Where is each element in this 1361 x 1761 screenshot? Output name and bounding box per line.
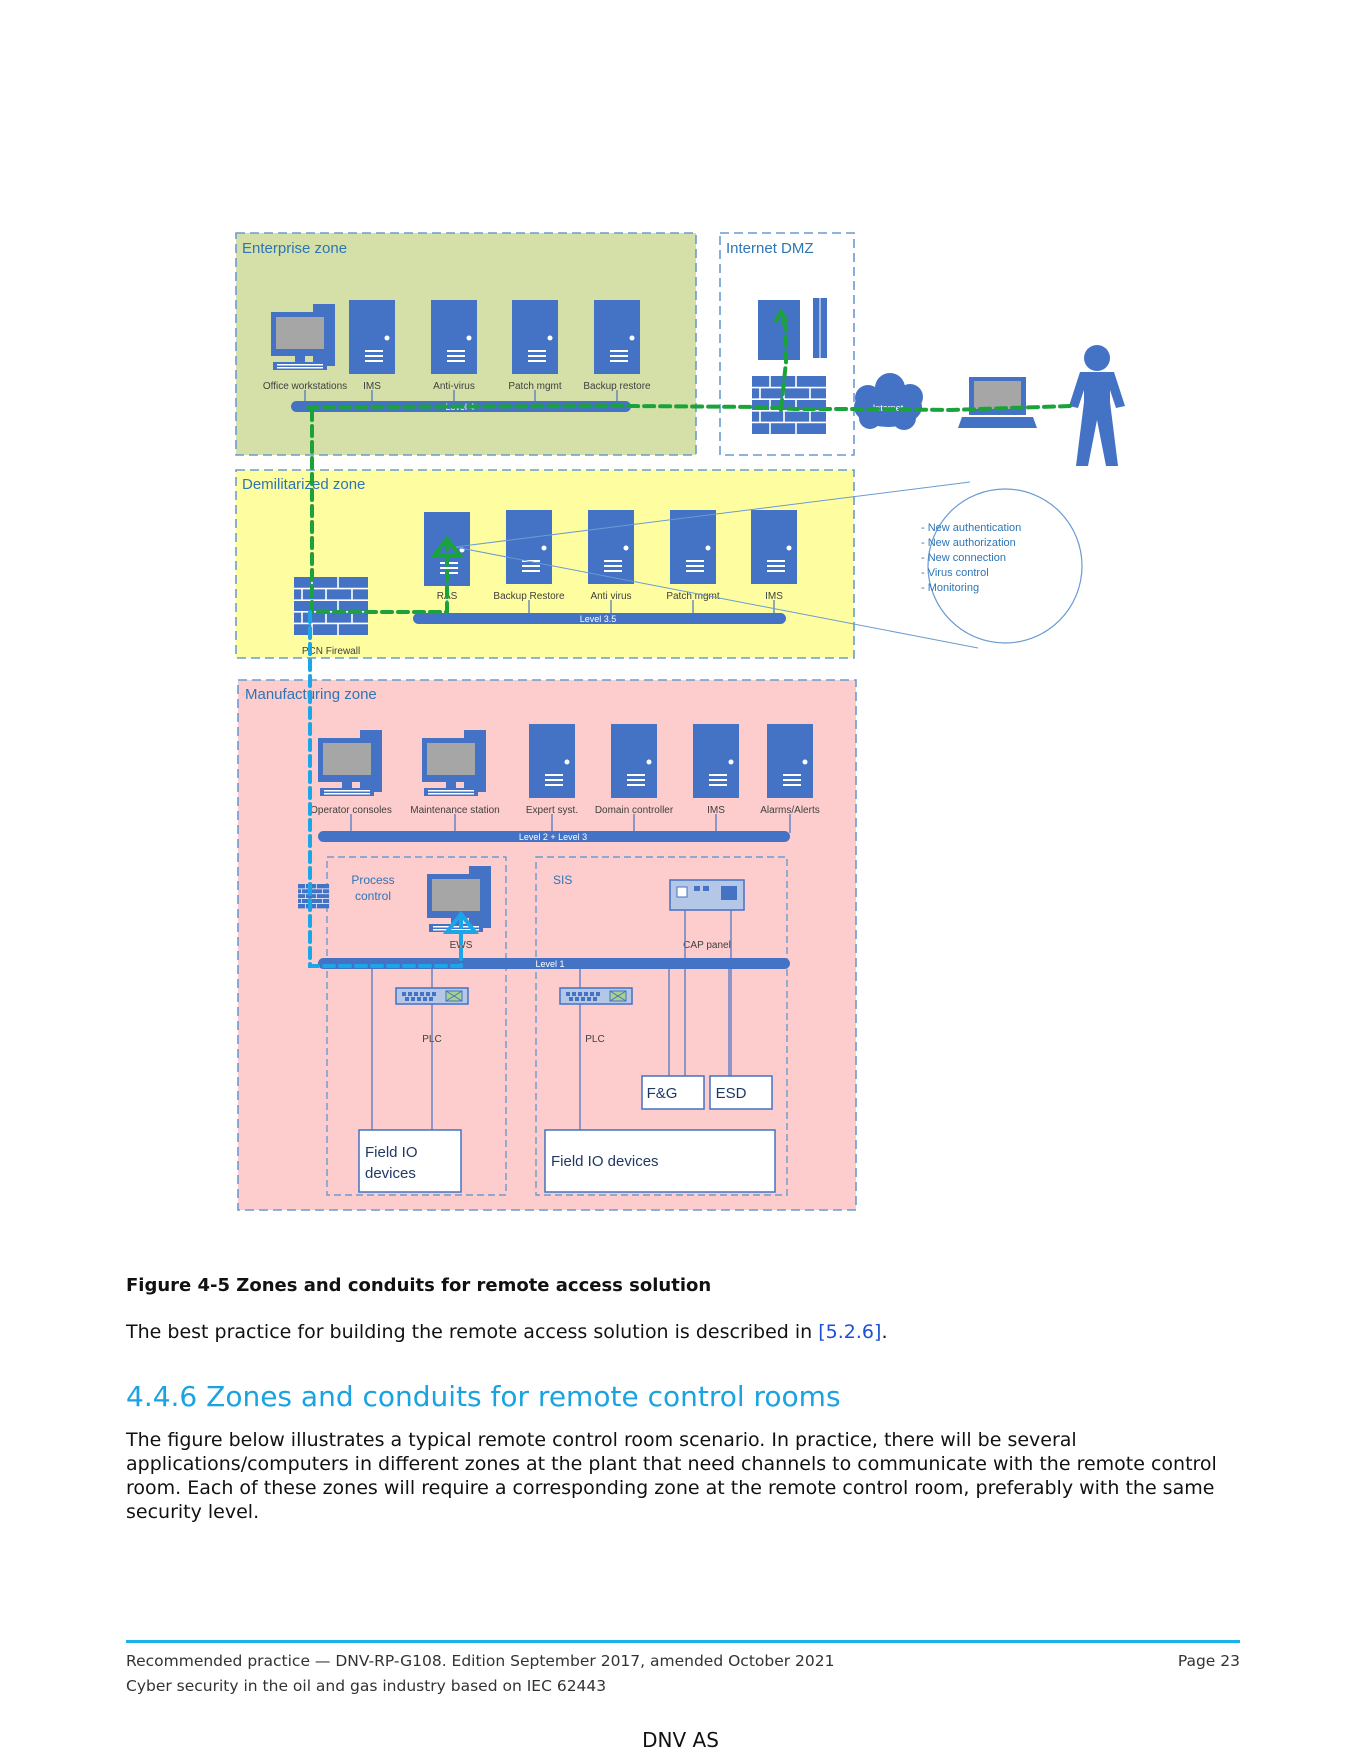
remote-access-green-path	[306, 310, 1072, 614]
label-expert-syst: Expert syst.	[526, 805, 578, 816]
backup-server-icon	[594, 300, 640, 374]
dmz-antivirus-server-icon	[588, 510, 634, 584]
label-cap-panel: CAP panel	[683, 940, 731, 951]
zones-conduits-diagram: Enterprise zone Internet DMZ Demilitariz…	[235, 232, 1125, 1211]
label-anti-virus: Anti-virus	[433, 381, 475, 392]
esd-box	[709, 1075, 773, 1110]
label-patch-mgmt: Patch mgmt	[508, 381, 562, 392]
fg-label: F&G	[647, 1085, 678, 1102]
label-dmz-patch-mgmt: Patch mgmt	[666, 591, 720, 602]
patch-server-icon	[512, 300, 558, 374]
label-dmz-ims: IMS	[765, 591, 783, 602]
process-control-title-2: control	[355, 889, 391, 903]
label-domain-controller: Domain controller	[595, 805, 674, 816]
internet-dmz-title: Internet DMZ	[726, 240, 814, 257]
mfg-ims-server-icon	[693, 724, 739, 798]
dmz-patch-server-icon	[670, 510, 716, 584]
sis-title: SIS	[553, 873, 572, 887]
remote-access-blue-path	[308, 610, 463, 968]
label-alarms-alerts: Alarms/Alerts	[760, 805, 819, 816]
label-ims: IMS	[363, 381, 381, 392]
ras-callout	[454, 481, 1083, 649]
section-ref-link[interactable]: [5.2.6]	[818, 1321, 882, 1343]
pcn-firewall-icon	[293, 576, 369, 636]
label-maintenance-station: Maintenance station	[410, 805, 500, 816]
label-dmz-backup-restore: Backup Restore	[493, 591, 565, 602]
process-plc-switch-icon	[395, 987, 469, 1005]
footer-title-line: Cyber security in the oil and gas indust…	[126, 1677, 607, 1695]
label-ews: EWS	[450, 940, 473, 951]
level23-bus	[318, 831, 790, 842]
para1-text-before: The best practice for building the remot…	[126, 1321, 819, 1343]
callout-line-5: - Monitoring	[921, 582, 979, 594]
process-control-title-1: Process	[351, 873, 394, 887]
dmz-ims-server-icon	[751, 510, 797, 584]
internet-cloud-icon	[854, 373, 923, 430]
alarms-server-icon	[767, 724, 813, 798]
sis-field-io-box	[544, 1129, 776, 1193]
ras-arrowhead	[429, 535, 465, 558]
label-sis-plc: PLC	[585, 1034, 604, 1045]
antivirus-server-icon	[431, 300, 477, 374]
callout-line-2: - New authorization	[921, 537, 1016, 549]
enterprise-zone-title: Enterprise zone	[242, 240, 347, 257]
manufacturing-firewall-icon	[297, 883, 330, 909]
footer-page-number: Page 23	[1177, 1652, 1240, 1670]
level35-bus	[413, 613, 786, 624]
label-office-workstations: Office workstations	[263, 381, 347, 392]
label-mfg-ims: IMS	[707, 805, 725, 816]
process-field-io-box	[358, 1129, 462, 1193]
process-field-io-line-1: Field IO	[365, 1144, 418, 1161]
process-control-subzone	[326, 856, 507, 1196]
process-field-io-line-2: devices	[365, 1165, 416, 1182]
level1-label: Level 1	[535, 959, 564, 969]
label-pcn-firewall: PCN Firewall	[302, 646, 360, 657]
remote-control-room-paragraph: The figure below illustrates a typical r…	[126, 1429, 1217, 1523]
dmz-title: Demilitarized zone	[242, 476, 365, 493]
ews-arrowhead	[442, 910, 480, 934]
remote-access-paragraph: The best practice for building the remot…	[126, 1320, 1236, 1344]
label-backup-restore: Backup restore	[583, 381, 651, 392]
label-dmz-anti-virus: Anti virus	[590, 591, 631, 602]
figure-caption: Figure 4-5 Zones and conduits for remote…	[126, 1275, 712, 1296]
callout-line-1: - New authentication	[921, 522, 1021, 534]
cap-panel-icon	[669, 879, 745, 911]
footer-divider	[126, 1640, 1240, 1643]
para1-text-after: .	[881, 1321, 888, 1343]
dmz-arrow-head	[773, 308, 789, 324]
callout-line-4: - Virus control	[921, 567, 989, 579]
dmz-firewall-icon	[751, 375, 827, 435]
sis-plc-switch-icon	[559, 987, 633, 1005]
fg-box	[641, 1075, 705, 1110]
esd-label: ESD	[716, 1085, 747, 1102]
footer-document-line: Recommended practice — DNV-RP-G108. Edit…	[126, 1652, 835, 1670]
ims-server-icon	[349, 300, 395, 374]
dmz-web-server-icon	[758, 300, 800, 360]
level23-label: Level 2 + Level 3	[519, 832, 587, 842]
sis-subzone	[535, 856, 788, 1196]
callout-line-3: - New connection	[921, 552, 1006, 564]
label-operator-consoles: Operator consoles	[310, 805, 392, 816]
sis-field-io-label: Field IO devices	[551, 1153, 659, 1170]
dmz-backup-server-icon	[506, 510, 552, 584]
laptop-icon	[958, 377, 1037, 428]
remote-user-icon	[1069, 345, 1125, 466]
level35-label: Level 3.5	[580, 614, 617, 624]
expert-system-server-icon	[529, 724, 575, 798]
domain-controller-server-icon	[611, 724, 657, 798]
footer-company: DNV AS	[642, 1728, 719, 1752]
section-heading: 4.4.6 Zones and conduits for remote cont…	[126, 1380, 841, 1413]
